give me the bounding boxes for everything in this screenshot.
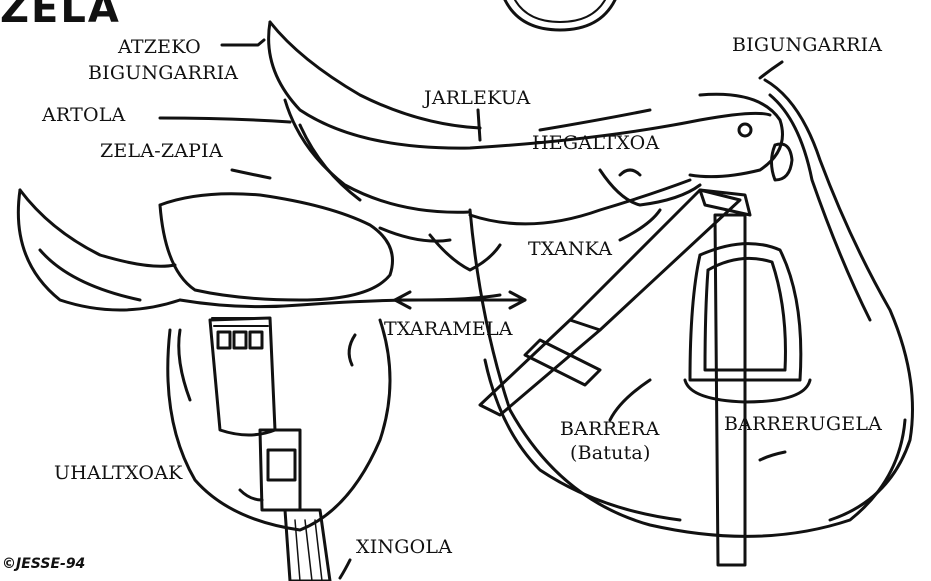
girth-buckles [210, 318, 275, 435]
label-bigungarria-back: BIGUNGARRIA [88, 62, 238, 84]
label-hegaltxoa: HEGALTXOA [532, 132, 659, 154]
label-barrera: BARRERA [560, 418, 660, 440]
label-batuta: (Batuta) [570, 442, 651, 464]
label-bigungarria-front: BIGUNGARRIA [732, 34, 882, 56]
label-txaramela: TXARAMELA [384, 318, 513, 340]
label-txanka: TXANKA [528, 238, 612, 260]
label-barrerugela: BARRERUGELA [724, 413, 882, 435]
label-atzeko: ATZEKO [118, 36, 201, 58]
label-artola: ARTOLA [42, 104, 125, 126]
label-uhaltxoak: UHALTXOAK [54, 462, 183, 484]
stirrup-leather-lower [715, 215, 745, 565]
ring-fragment [505, 0, 615, 30]
artist-signature: ©JESSE-94 [2, 556, 85, 572]
left-saddle-cantle [18, 190, 180, 310]
left-saddle-seat [160, 194, 393, 300]
left-flap [168, 320, 390, 530]
label-zela-zapia: ZELA-ZAPIA [100, 140, 223, 162]
label-jarlekua: JARLEKUA [424, 87, 530, 109]
label-xingola: XINGOLA [356, 536, 452, 558]
title-fragment: ZELA [0, 0, 121, 32]
